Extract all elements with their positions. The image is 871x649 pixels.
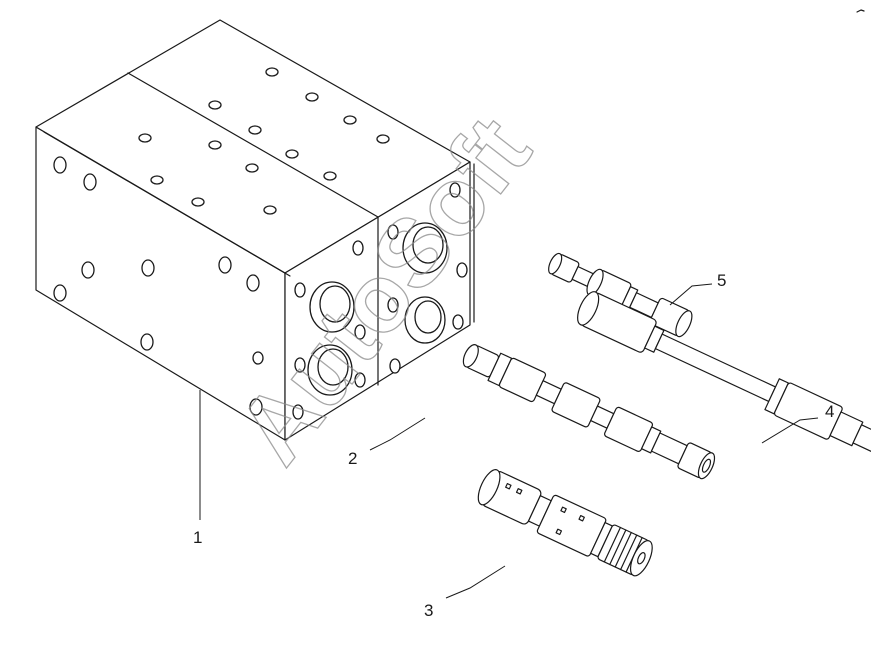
callout-2: 2 <box>348 449 357 468</box>
front-face-holes <box>53 156 264 416</box>
leader-lines <box>199 283 819 599</box>
corner-mark <box>856 9 865 13</box>
callouts: 1 2 3 4 5 <box>193 271 834 620</box>
callout-1: 1 <box>193 528 202 547</box>
part-3-cartridge <box>477 469 653 577</box>
callout-4: 4 <box>825 402 834 421</box>
part-2-spool <box>462 344 716 480</box>
part-5-plug <box>548 252 693 338</box>
part-4-long-spool <box>577 291 871 458</box>
callout-3: 3 <box>424 601 433 620</box>
top-face-holes <box>138 67 390 215</box>
valve-block <box>35 19 475 441</box>
right-face-ports <box>292 182 468 420</box>
callout-5: 5 <box>717 271 726 290</box>
